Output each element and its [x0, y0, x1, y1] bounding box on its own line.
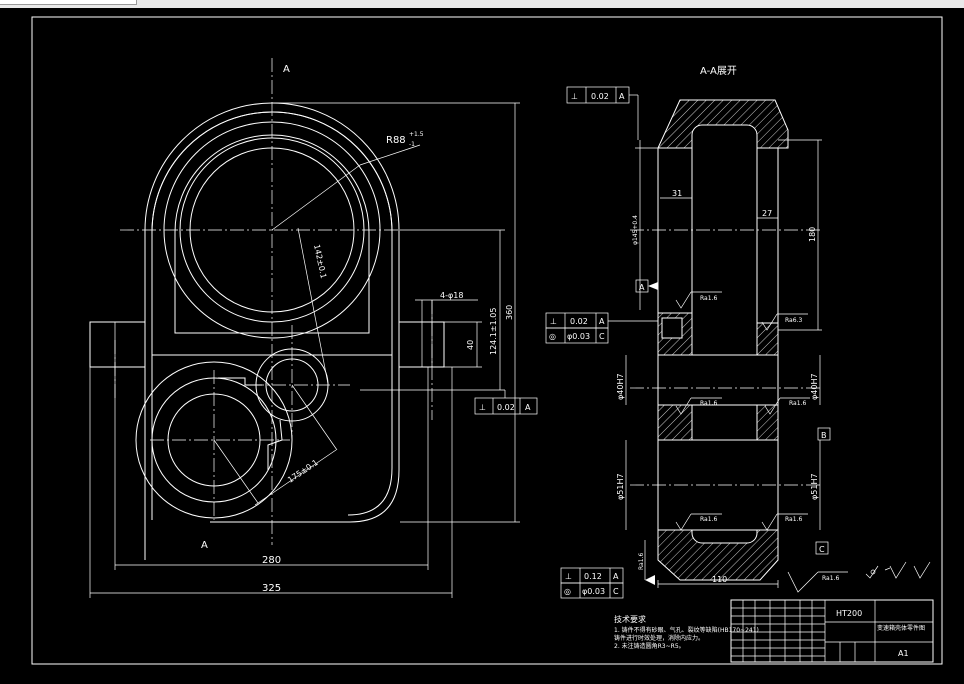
drawing-border: [31, 16, 943, 665]
svg-text:◎: ◎: [564, 587, 571, 596]
technical-notes: 技术要求 1. 铸件不得有砂眼、气孔、裂纹等缺陷(HB170~241) 铸件进行…: [614, 614, 759, 650]
svg-text:B: B: [821, 431, 827, 440]
material-label: HT200: [836, 609, 862, 618]
svg-text:⊥: ⊥: [550, 317, 557, 326]
dim-hole-pattern: 4-φ18: [440, 291, 463, 300]
svg-text:Ra1.6: Ra1.6: [700, 400, 717, 407]
dim-40: 40: [466, 340, 475, 350]
svg-text:φ40H7: φ40H7: [810, 373, 819, 400]
radius-tol-low: -1: [409, 141, 415, 148]
section-view: A-A展开 ⊥ 0.02 A 31 27 180 φ14: [545, 65, 931, 599]
svg-text:A: A: [525, 403, 531, 412]
svg-text:φ51H7: φ51H7: [616, 473, 625, 500]
general-roughness-symbol: [865, 561, 931, 579]
svg-text:φ40H7: φ40H7: [616, 373, 625, 400]
notes-line1: 1. 铸件不得有砂眼、气孔、裂纹等缺陷(HB170~241): [614, 626, 759, 634]
window-tab[interactable]: [0, 0, 137, 5]
notes-title: 技术要求: [614, 614, 646, 624]
svg-text:180: 180: [808, 227, 817, 242]
svg-text:Ra1.6: Ra1.6: [785, 516, 802, 523]
svg-text:31: 31: [672, 189, 682, 198]
radius-tol: +1.5: [409, 131, 424, 138]
dim-360: 360: [505, 305, 514, 320]
svg-text:C: C: [599, 332, 605, 341]
dim-175: 175±0.1: [286, 458, 320, 485]
svg-text:C: C: [819, 545, 825, 554]
section-mark-bottom: A: [201, 540, 208, 551]
dim-124: 124.1±1.05: [489, 308, 498, 355]
svg-text:Ra1.6: Ra1.6: [822, 575, 839, 582]
title-block: HT200 变速箱壳体零件图 A1: [730, 599, 934, 663]
svg-text:A: A: [599, 317, 605, 326]
svg-text:⊥: ⊥: [479, 403, 486, 412]
svg-text:110: 110: [712, 575, 727, 584]
svg-text:Ra1.6: Ra1.6: [700, 295, 717, 302]
fcf-perpendicularity: [474, 397, 538, 415]
svg-text:Ra1.6: Ra1.6: [789, 400, 806, 407]
dim-280: 280: [262, 555, 281, 566]
svg-text:φ0.03: φ0.03: [582, 587, 605, 596]
notes-line3: 2. 未注铸造圆角R3~R5。: [614, 642, 685, 650]
section-title: A-A展开: [700, 65, 737, 77]
svg-text:φ0.03: φ0.03: [567, 332, 590, 341]
front-view: R88 +1.5 -1 142±0.1 175±0.1 A A 4-φ18 40…: [89, 58, 538, 598]
svg-text:φ145+0.4: φ145+0.4: [632, 215, 639, 245]
svg-text:C: C: [613, 587, 619, 596]
window-top-bar: [0, 0, 964, 8]
svg-text:0.02: 0.02: [497, 403, 515, 412]
svg-text:0.02: 0.02: [591, 92, 609, 101]
svg-text:φ51H7: φ51H7: [810, 473, 819, 500]
svg-text:A: A: [639, 283, 645, 292]
svg-text:Ra1.6: Ra1.6: [638, 553, 645, 570]
svg-text:A: A: [613, 572, 619, 581]
sheet-size-label: A1: [898, 649, 909, 658]
svg-text:⊥: ⊥: [565, 572, 572, 581]
svg-text:27: 27: [762, 209, 772, 218]
svg-text:A: A: [619, 92, 625, 101]
svg-text:◎: ◎: [549, 332, 556, 341]
dim-142: 142±0.1: [312, 244, 328, 280]
section-mark-top: A: [283, 64, 290, 75]
dim-325: 325: [262, 583, 281, 594]
svg-text:⊥: ⊥: [571, 92, 578, 101]
part-name-label: 变速箱壳体零件图: [877, 624, 925, 632]
svg-text:Ra6.3: Ra6.3: [785, 317, 802, 324]
svg-text:0.12: 0.12: [584, 572, 602, 581]
svg-text:0.02: 0.02: [570, 317, 588, 326]
notes-line2: 铸件进行时效处理，消除内应力。: [614, 634, 704, 642]
svg-text:Ra1.6: Ra1.6: [700, 516, 717, 523]
radius-label: R88: [386, 135, 406, 146]
